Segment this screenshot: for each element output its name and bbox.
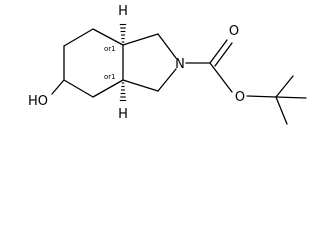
- molecule-diagram: H H N O O HO or1 or1: [28, 4, 307, 125]
- bond-cq-me-top: [275, 75, 294, 98]
- atom-carbonyl-oxygen: O: [229, 24, 239, 39]
- bond-c1-c7a: [122, 79, 159, 92]
- bond-c4-c5: [63, 28, 94, 47]
- hash-wedge-top: [119, 23, 127, 43]
- structure-canvas: H H N O O HO or1 or1: [27, 4, 307, 125]
- atom-ester-oxygen: O: [235, 90, 245, 105]
- bond-c3a-c3: [122, 33, 159, 46]
- bond-cq-me-right: [275, 96, 307, 99]
- bond-n-c1: [157, 68, 177, 92]
- atom-hydroxyl: HO: [28, 94, 48, 109]
- bond-carbonyl-o-double-b: [214, 42, 233, 67]
- atom-nitrogen: N: [175, 57, 185, 72]
- bond-c5-oh: [51, 79, 65, 95]
- stereo-label-upper: or1: [104, 45, 116, 53]
- cyclohexane-ring: [63, 28, 124, 98]
- stereo-label-lower: or1: [104, 73, 116, 81]
- hash-wedge-bottom: [119, 82, 127, 102]
- boc-group: [185, 39, 307, 125]
- bond-c3-n: [157, 33, 177, 59]
- bond-c7-c7a: [92, 79, 124, 98]
- atom-h-top: H: [118, 4, 128, 19]
- bond-c3a-c4: [92, 28, 124, 46]
- bond-oester-cq: [246, 95, 277, 98]
- pyrrolidine-ring: [122, 33, 177, 92]
- atom-h-bottom: H: [118, 107, 128, 122]
- bond-carbonyl-oester: [209, 62, 233, 93]
- bond-c6-c7: [63, 79, 94, 98]
- bond-carbonyl-o-double-a: [209, 39, 228, 64]
- bond-cq-me-bottom: [275, 96, 288, 125]
